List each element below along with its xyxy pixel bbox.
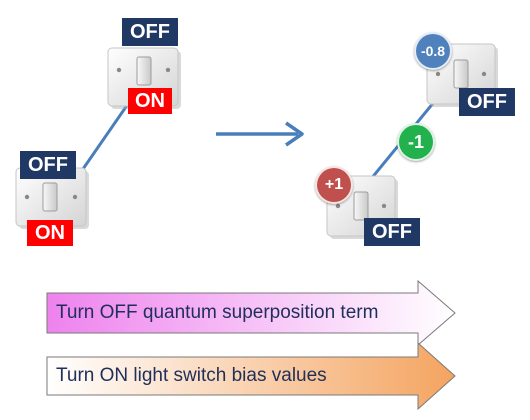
bias-block-arrow: [46, 341, 456, 411]
left-bottom-on-label: ON: [27, 220, 73, 246]
right-top-bias-badge: -0.8: [414, 32, 452, 70]
right-top-off-label: OFF: [459, 88, 515, 116]
left-top-on-label: ON: [128, 88, 172, 114]
transition-arrow: [216, 121, 304, 147]
left-bottom-off-label: OFF: [20, 151, 76, 179]
superposition-arrow-text: Turn OFF quantum superposition term: [56, 302, 379, 323]
coupling-badge: -1: [397, 123, 435, 161]
left-bottom-light-switch: [15, 167, 89, 229]
bias-arrow-text: Turn ON light switch bias values: [56, 365, 327, 386]
superposition-block-arrow: [46, 279, 456, 347]
right-bottom-bias-badge: +1: [315, 166, 353, 204]
left-top-off-label: OFF: [122, 18, 178, 46]
right-bottom-off-label: OFF: [364, 218, 420, 246]
